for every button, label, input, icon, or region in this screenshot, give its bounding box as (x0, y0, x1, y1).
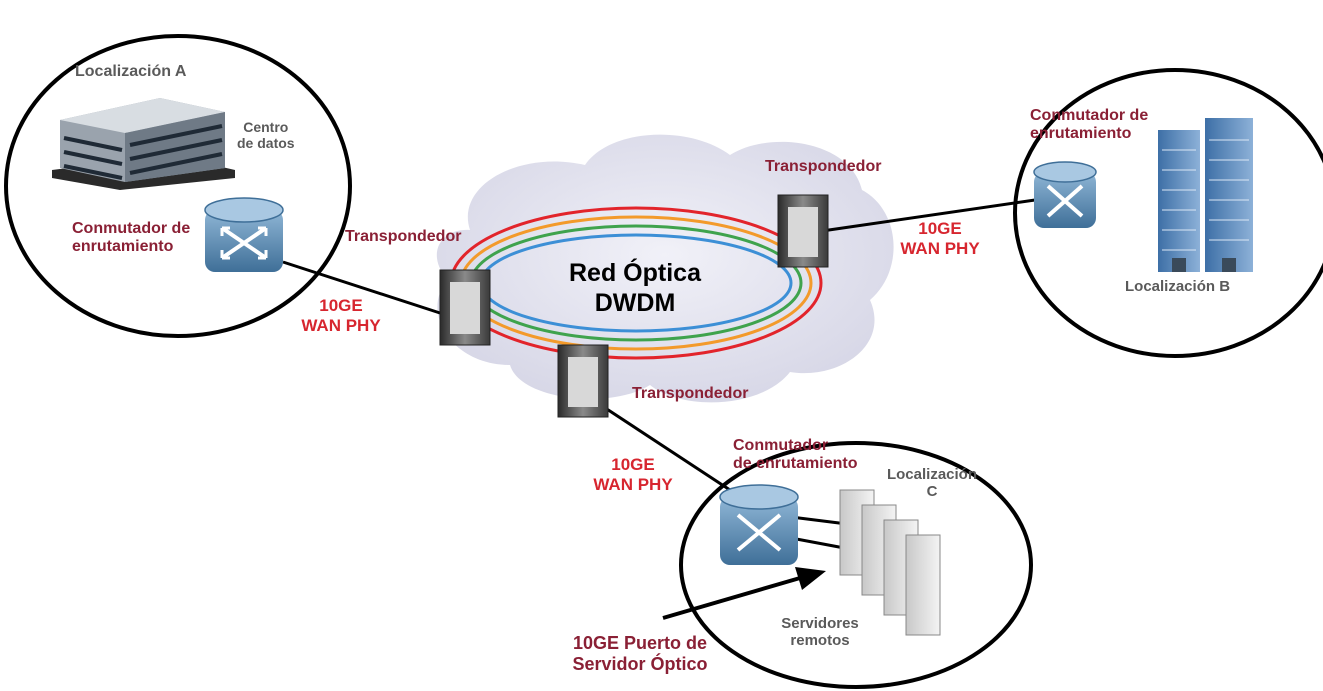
servers-label-line1: Servidores (781, 615, 859, 632)
router-c-label: Conmutador de enrutamiento (733, 437, 857, 474)
transponder-left-icon (439, 269, 491, 346)
transponder-bottom-icon (557, 344, 609, 418)
servers-label: Servidores remotos (770, 615, 870, 650)
location-b-label: Localización B (1125, 278, 1231, 295)
router-b-label-line2: enrutamiento (1030, 125, 1132, 143)
location-b-circle (1013, 68, 1323, 358)
router-a-label-line2: enrutamiento (72, 238, 174, 256)
link-c-label-line1: 10GE (611, 455, 655, 474)
location-c-circle (679, 441, 1033, 689)
link-a-label: 10GE WAN PHY (296, 296, 386, 335)
network-title: Red Óptica DWDM (540, 258, 730, 318)
datacenter-label: Centro de datos (237, 119, 295, 151)
location-c-label: Localización C (882, 466, 982, 501)
router-c-icon (719, 484, 799, 565)
transponder-left-label: Transpondedor (345, 228, 462, 245)
router-b-label-line1: Conmutador de (1030, 107, 1149, 124)
link-a-line (282, 260, 441, 315)
router-a-label: Conmutador de enrutamiento (72, 220, 190, 257)
office-tower-icon (1158, 118, 1253, 272)
datacenter-label-line2: de datos (237, 135, 295, 152)
port-callout-line1: 10GE Puerto de (572, 633, 708, 653)
port-arrow (662, 567, 826, 620)
transponder-right-icon (777, 194, 829, 268)
router-b-icon (1033, 161, 1097, 228)
location-a-label: Localización A (75, 63, 187, 80)
datacenter-label-line1: Centro (243, 119, 289, 135)
link-c-label-line2: WAN PHY (593, 474, 673, 494)
location-a-circle (4, 34, 352, 338)
link-b-label-line1: 10GE (918, 219, 962, 238)
port-callout-label: 10GE Puerto de Servidor Óptico (555, 633, 725, 674)
remote-servers-icon (839, 489, 941, 636)
router-a-label-line1: Conmutador de (72, 220, 191, 237)
link-b-label-line2: WAN PHY (900, 238, 980, 258)
router-a-icon (204, 197, 284, 272)
transponder-bottom-label: Transpondedor (632, 385, 749, 402)
link-c-label: 10GE WAN PHY (583, 455, 683, 494)
network-title-line2: DWDM (594, 289, 676, 317)
datacenter-building-icon (52, 98, 235, 190)
link-a-label-line2: WAN PHY (301, 315, 381, 335)
router-b-label: Conmutador de enrutamiento (1030, 107, 1148, 144)
transponder-right-label: Transpondedor (765, 158, 882, 175)
link-b-label: 10GE WAN PHY (890, 219, 990, 258)
servers-label-line2: remotos (790, 632, 850, 650)
router-c-label-line2: de enrutamiento (733, 455, 858, 473)
link-b-line (821, 198, 1036, 233)
location-c-label-line1: Localización (886, 466, 978, 483)
router-c-label-line1: Conmutador (733, 437, 829, 454)
link-a-label-line1: 10GE (319, 296, 363, 315)
network-title-line1: Red Óptica (569, 259, 701, 287)
location-c-label-line2: C (926, 483, 938, 501)
port-callout-line2: Servidor Óptico (572, 653, 708, 674)
link-c-line (589, 396, 731, 492)
